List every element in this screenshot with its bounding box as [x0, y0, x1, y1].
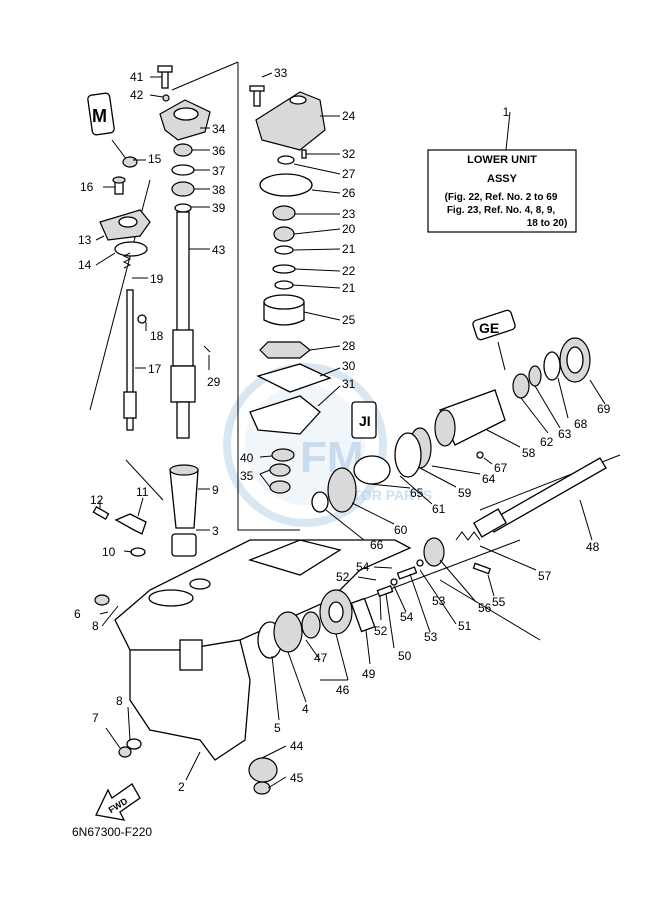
- part-label: 13: [78, 233, 92, 247]
- part-label: 20: [342, 222, 356, 236]
- note-line-1: (Fig. 22, Ref. No. 2 to 69: [445, 192, 558, 203]
- part-label: 16: [80, 180, 94, 194]
- part-label: 52: [374, 624, 388, 638]
- part-label: 33: [274, 66, 288, 80]
- drive-shaft-assembly: [157, 65, 211, 557]
- svg-text:FM: FM: [300, 433, 364, 482]
- part-label: 41: [130, 70, 144, 84]
- part-label: 9: [212, 483, 219, 497]
- part-label: 11: [136, 485, 149, 499]
- note-line-3: 18 to 20): [527, 218, 568, 229]
- part-label: 52: [336, 570, 350, 584]
- part-label: 19: [150, 272, 164, 286]
- part-label: 23: [342, 207, 356, 221]
- lower-case: [114, 539, 412, 761]
- part-label: 15: [148, 152, 162, 166]
- part-labels: 41 42 34 36 37 38 39 43 15 16 13 14 19 1…: [74, 66, 611, 794]
- part-label: 17: [148, 362, 162, 376]
- assembly-note: 1 LOWER UNIT ASSY (Fig. 22, Ref. No. 2 t…: [427, 105, 577, 233]
- part-label: 43: [212, 243, 226, 257]
- part-label: 45: [290, 771, 304, 785]
- part-label: 49: [362, 667, 376, 681]
- leader-lines: [95, 72, 606, 789]
- part-label: 30: [342, 359, 356, 373]
- part-label: 51: [458, 619, 472, 633]
- part-label: 4: [302, 702, 309, 716]
- shift-rod-assembly: M: [87, 92, 151, 606]
- part-label: 64: [482, 472, 496, 486]
- note-title: LOWER UNIT: [467, 154, 537, 166]
- diagram-code: 6N67300-F220: [72, 825, 152, 839]
- part-label: 58: [522, 446, 536, 460]
- part-label: 53: [432, 594, 446, 608]
- part-label: 68: [574, 417, 588, 431]
- note-subtitle: ASSY: [487, 173, 518, 185]
- part-label: 54: [356, 560, 370, 574]
- water-pump-assembly: [249, 85, 332, 494]
- part-label: 6: [74, 607, 81, 621]
- part-label: 28: [342, 339, 356, 353]
- part-label: 66: [370, 538, 384, 552]
- part-label: 2: [178, 780, 185, 794]
- part-label: 56: [478, 601, 492, 615]
- part-label: 35: [240, 469, 254, 483]
- part-label: 47: [314, 651, 328, 665]
- part-label: 18: [150, 329, 164, 343]
- part-label: 63: [558, 427, 572, 441]
- part-label: 3: [212, 524, 219, 538]
- part-label: 60: [394, 523, 408, 537]
- part-label: 21: [342, 242, 356, 256]
- svg-text:JI: JI: [359, 413, 371, 429]
- part-label: 69: [597, 402, 611, 416]
- part-label: 46: [336, 683, 350, 697]
- part-label: 40: [240, 451, 254, 465]
- part-label: 65: [410, 486, 424, 500]
- part-label: 59: [458, 486, 472, 500]
- part-label: 8: [92, 619, 99, 633]
- part-label: 24: [342, 109, 356, 123]
- part-label: 21: [342, 281, 356, 295]
- part-label: 12: [90, 493, 104, 507]
- part-label: 53: [424, 630, 438, 644]
- part-label: 34: [212, 122, 226, 136]
- part-label: 42: [130, 88, 144, 102]
- part-label: 26: [342, 186, 356, 200]
- part-label: 55: [492, 595, 506, 609]
- propeller-shaft-group: GE JI: [311, 309, 607, 633]
- part-label: 29: [207, 375, 221, 389]
- part-label: 37: [212, 164, 226, 178]
- part-label: 27: [342, 167, 356, 181]
- svg-text:GE: GE: [479, 320, 499, 336]
- part-label: 61: [432, 502, 446, 516]
- part-label: 38: [212, 183, 226, 197]
- part-label: 25: [342, 313, 356, 327]
- part-label: 54: [400, 610, 414, 624]
- svg-text:M: M: [92, 106, 107, 126]
- part-label: 44: [290, 739, 304, 753]
- part-label: 22: [342, 264, 356, 278]
- part-label: 14: [78, 258, 92, 272]
- part-label: 5: [274, 721, 281, 735]
- part-label: 31: [342, 377, 356, 391]
- fwd-arrow: FWD: [95, 783, 141, 821]
- part-label: 50: [398, 649, 412, 663]
- part-label: 48: [586, 540, 600, 554]
- part-label: 67: [494, 461, 508, 475]
- note-line-2: Fig. 23, Ref. No. 4, 8, 9,: [447, 205, 556, 216]
- note-ref-number: 1: [503, 105, 510, 119]
- part-label: 32: [342, 147, 356, 161]
- part-label: 57: [538, 569, 552, 583]
- part-label: 36: [212, 144, 226, 158]
- part-label: 39: [212, 201, 226, 215]
- part-label: 8: [116, 694, 123, 708]
- part-label: 10: [102, 545, 116, 559]
- part-label: 7: [92, 711, 99, 725]
- part-label: 62: [540, 435, 554, 449]
